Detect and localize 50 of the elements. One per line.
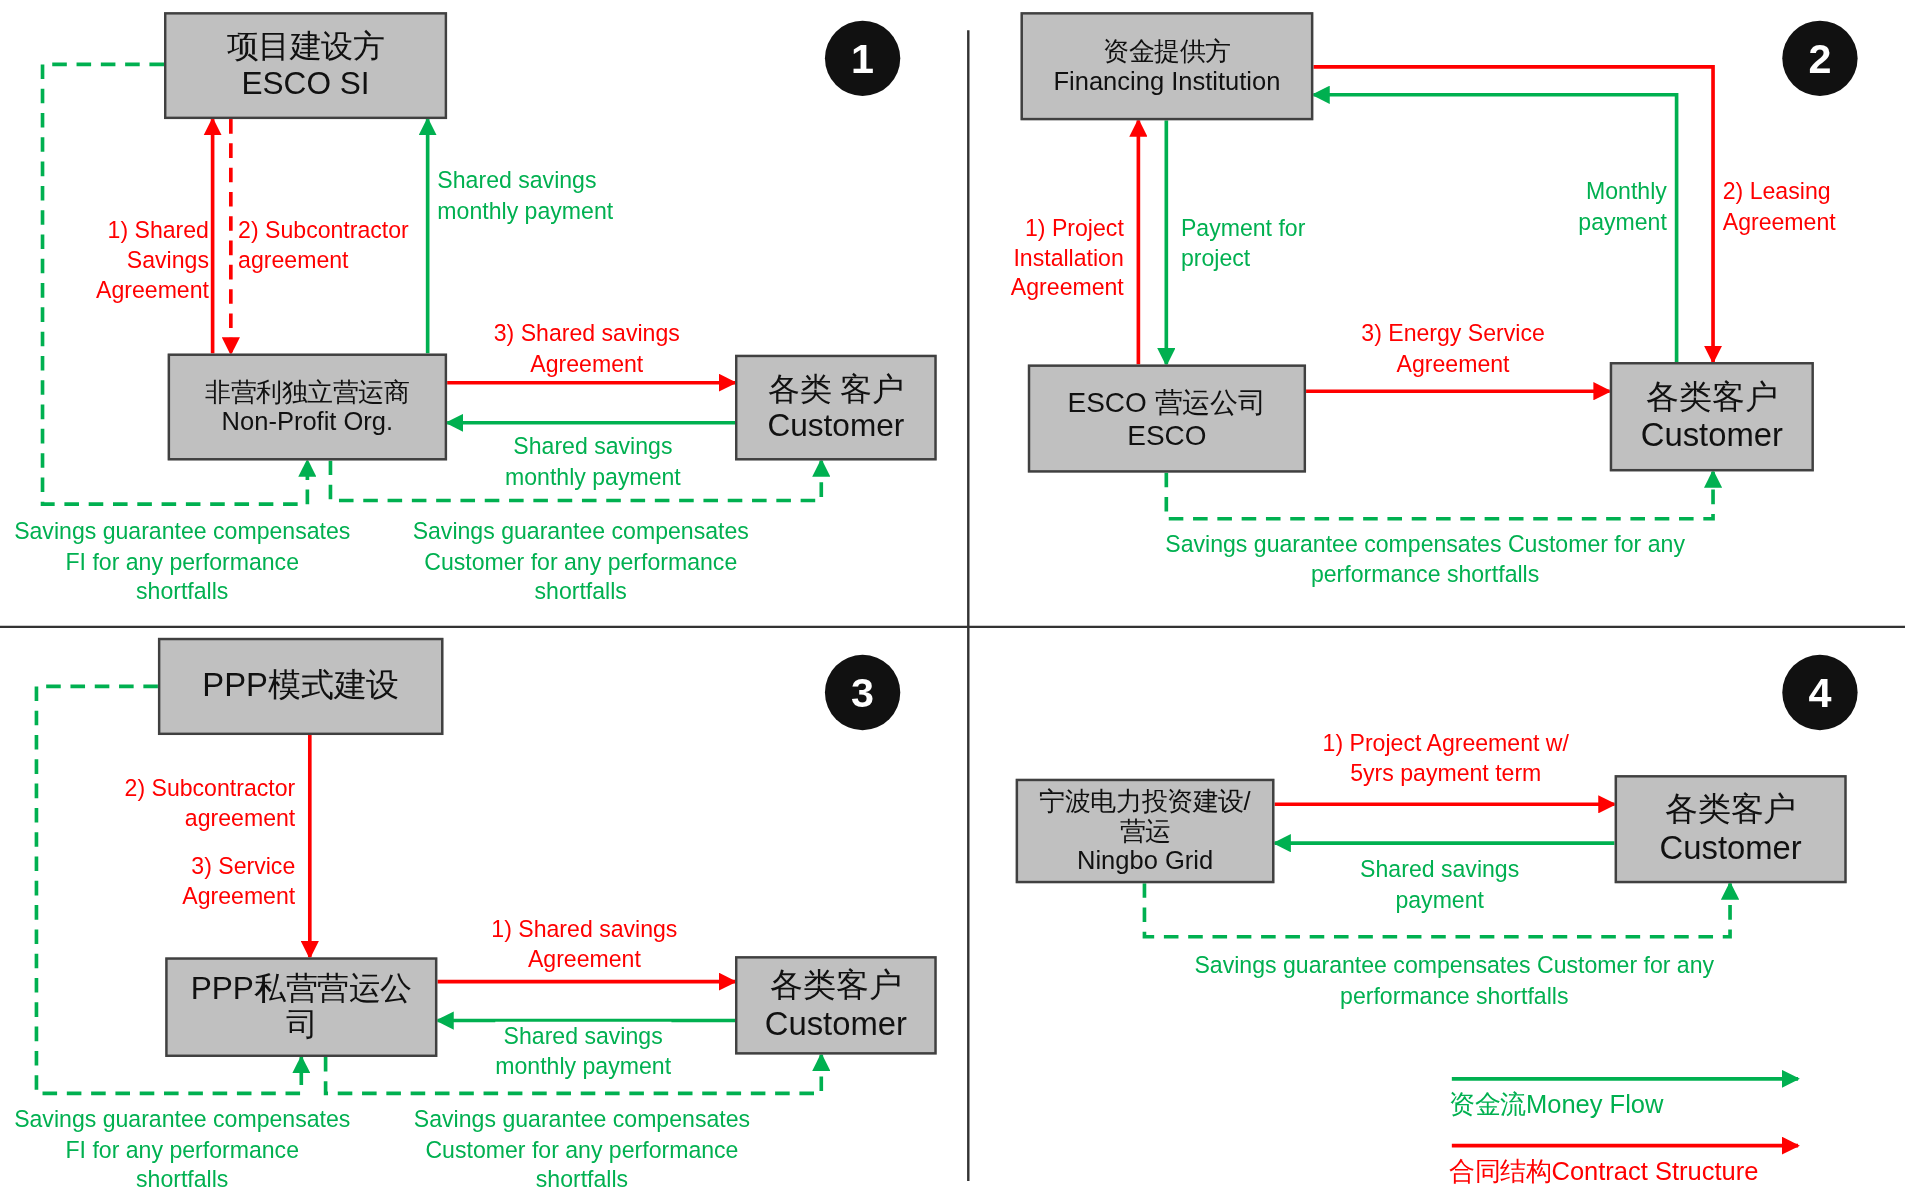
arrow <box>300 735 319 960</box>
process-box <box>1015 778 1275 884</box>
process-box <box>1027 364 1307 473</box>
arrow <box>323 1052 831 1096</box>
box-text: 项目建设方 <box>226 29 385 66</box>
arrow <box>221 119 240 356</box>
process-box <box>165 957 438 1057</box>
box-text: 各类客户 <box>770 967 902 1006</box>
process-box <box>735 956 937 1055</box>
process-box <box>167 353 448 461</box>
box-text: Financing Institution <box>1053 66 1281 96</box>
arrow <box>328 458 831 503</box>
arrow <box>203 117 222 354</box>
arrow <box>447 373 737 392</box>
arrow <box>1313 65 1723 364</box>
box-text: 宁波电力投资建设/营运 <box>1038 787 1252 846</box>
arrow <box>40 62 317 506</box>
panel-number: 1 <box>851 34 875 82</box>
box-text: Ningbo Grid <box>1077 845 1214 875</box>
arrow <box>1157 120 1176 367</box>
process-box <box>1609 362 1814 472</box>
box-text: 非营利独立营运商 Non-Profit Org. <box>204 377 411 437</box>
panel-number: 4 <box>1808 668 1832 717</box>
arrow <box>34 684 311 1096</box>
box-text: Customer <box>1659 829 1802 867</box>
box-text: 各类客户 <box>1665 791 1797 830</box>
box-text: Customer <box>767 407 905 444</box>
box-text: ESCO SI <box>241 65 370 102</box>
process-box <box>1614 775 1847 884</box>
panel-number: 3 <box>851 668 875 717</box>
process-box <box>157 637 444 736</box>
process-box <box>735 354 937 461</box>
box-text: Customer <box>764 1005 907 1044</box>
box-text: 各类 客户 <box>768 371 904 408</box>
box-text: PPP私营营运公司 <box>189 970 413 1044</box>
arrow <box>437 972 737 991</box>
arrow <box>1142 881 1740 939</box>
arrow <box>418 117 437 354</box>
box-text: 资金提供方 <box>1103 36 1231 67</box>
box-text: 各类客户 <box>1646 379 1778 417</box>
box-text: ESCO 营运公司 <box>1067 386 1267 419</box>
box-text: PPP模式建设 <box>202 667 400 706</box>
box-text: ESCO <box>1127 418 1207 451</box>
edge-label: Shared savings monthly payment <box>495 1021 672 1082</box>
arrow <box>1164 469 1723 521</box>
arrow <box>1129 118 1148 365</box>
panel-number: 2 <box>1808 34 1832 82</box>
box-text: Customer <box>1640 416 1783 455</box>
process-box <box>1020 12 1314 121</box>
process-box <box>164 12 448 120</box>
